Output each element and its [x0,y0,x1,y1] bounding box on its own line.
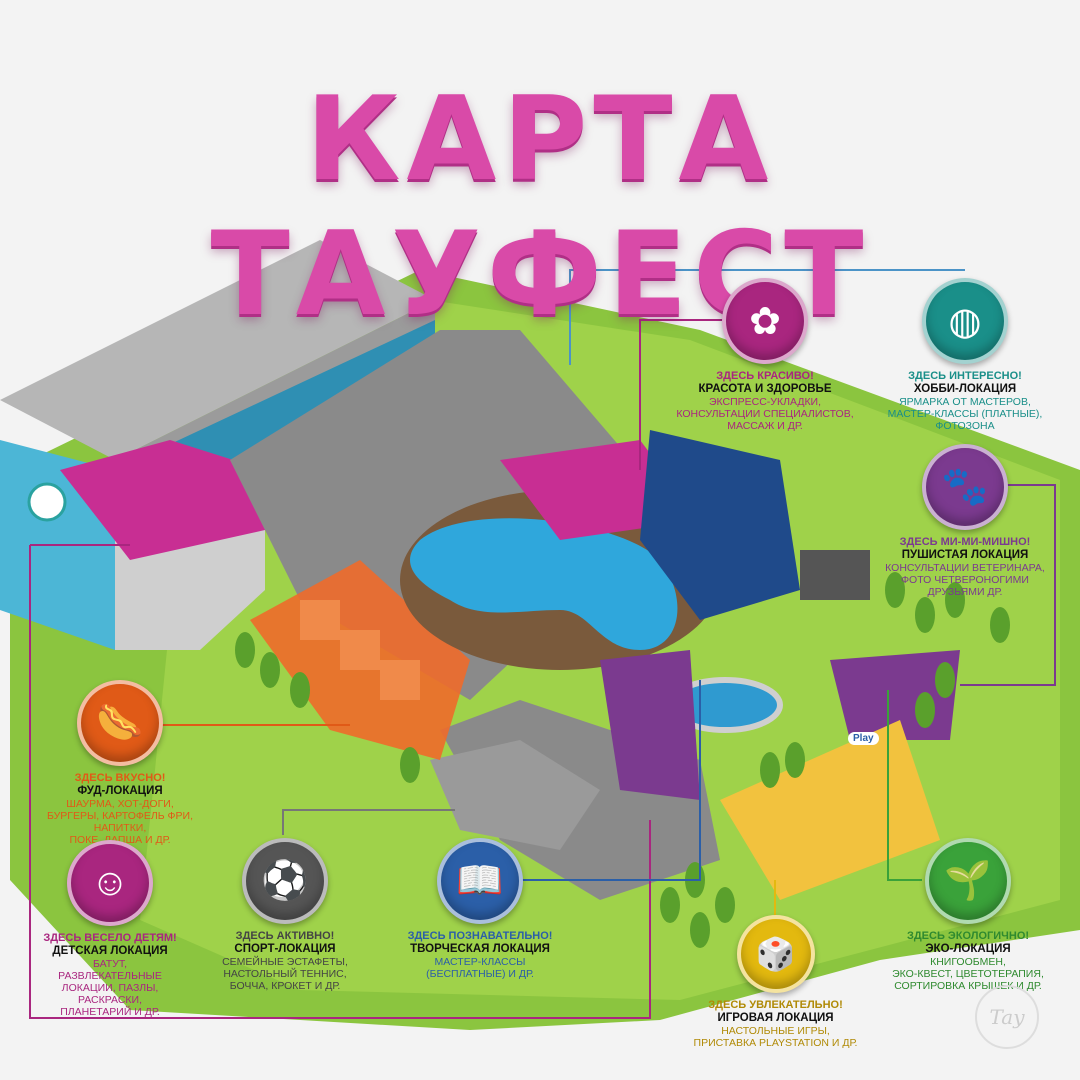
creative-name: ТВОРЧЕСКАЯ ЛОКАЦИЯ [410,943,550,955]
pets-tagline: ЗДЕСЬ МИ-МИ-МИШНО! [899,536,1031,548]
creative-detail: (БЕСПЛАТНЫЕ) И ДР. [426,968,534,980]
games-zone-area [720,720,940,900]
building-annex-roof [60,440,265,560]
food-detail: ШАУРМА, ХОТ-ДОГИ, [66,798,174,810]
husky-dog-icon: 🐾 [922,444,1008,530]
kids-detail: БАТУТ, [92,958,128,970]
beauty-detail: КОНСУЛЬТАЦИИ СПЕЦИАЛИСТОВ, [676,408,854,420]
location-games[interactable]: 🎲 ЗДЕСЬ УВЛЕКАТЕЛЬНО! ИГРОВАЯ ЛОКАЦИЯ НА… [668,915,883,1049]
food-name: ФУД-ЛОКАЦИЯ [77,785,163,797]
creative-tagline: ЗДЕСЬ ПОЗНАВАТЕЛЬНО! [407,930,553,942]
connector-eco [887,690,922,881]
location-kids[interactable]: ☺ ЗДЕСЬ ВЕСЕЛО ДЕТЯМ! ДЕТСКАЯ ЛОКАЦИЯ БА… [10,840,210,1018]
food-detail: БУРГЕРЫ, КАРТОФЕЛЬ ФРИ, [46,810,194,822]
sport-detail: СЕМЕЙНЫЕ ЭСТАФЕТЫ, [222,956,348,968]
tay-logo-sign [27,482,67,522]
sport-detail: БОЧЧА, КРОКЕТ И ДР. [229,980,341,992]
location-pets[interactable]: 🐾 ЗДЕСЬ МИ-МИ-МИШНО! ПУШИСТАЯ ЛОКАЦИЯ КО… [860,444,1070,598]
food-detail: НАПИТКИ, [93,822,147,834]
tay-watermark-logo: Tay [975,985,1039,1049]
eco-detail: СОРТИРОВКА КРЫШЕК И ДР. [894,980,1042,992]
creative-detail: МАСТЕР-КЛАССЫ [434,956,526,968]
location-eco[interactable]: 🌱 ЗДЕСЬ ЭКОЛОГИЧНО! ЭКО-ЛОКАЦИЯ КНИГООБМ… [868,838,1068,992]
hands-flower-icon: ✿ [722,278,808,364]
trees [235,572,1010,948]
location-sport[interactable]: ⚽ ЗДЕСЬ АКТИВНО! СПОРТ-ЛОКАЦИЯ СЕМЕЙНЫЕ … [185,838,385,992]
connector-creative [520,680,701,881]
kids-detail: ПЛАНЕТАРИЙ И ДР. [60,1006,160,1018]
connector-kids [29,545,651,1019]
location-beauty[interactable]: ✿ ЗДЕСЬ КРАСИВО! КРАСОТА И ЗДОРОВЬЕ ЭКСП… [660,278,870,432]
eco-detail: КНИГООБМЕН, [930,956,1006,968]
pets-name: ПУШИСТАЯ ЛОКАЦИЯ [901,549,1029,561]
hobby-tagline: ЗДЕСЬ ИНТЕРЕСНО! [908,370,1022,382]
board-game-icon: 🎲 [736,915,815,993]
pets-detail: ФОТО ЧЕТВЕРОНОГИМИ [901,574,1029,586]
kids-detail: РАСКРАСКИ, [77,994,142,1006]
swimming-pool [410,518,678,650]
food-tagline: ЗДЕСЬ ВКУСНО! [74,772,166,784]
sport-court [430,740,600,850]
hobby-name: ХОББИ-ЛОКАЦИЯ [913,383,1017,395]
hobby-detail: МАСТЕР-КЛАССЫ (ПЛАТНЫЕ), [887,408,1043,420]
building-roof [0,240,435,460]
beauty-detail: МАССАЖ И ДР. [727,420,803,432]
sprout-icon: 🌱 [925,838,1011,924]
games-name: ИГРОВАЯ ЛОКАЦИЯ [717,1012,834,1024]
yarn-ball-icon: ◍ [922,278,1008,364]
open-book-icon: 📖 [437,838,523,924]
sport-balls-icon: ⚽ [242,838,328,924]
hobby-detail: ЯРМАРКА ОТ МАСТЕРОВ, [899,396,1031,408]
beauty-detail: ЭКСПРЕСС-УКЛАДКИ, [708,396,822,408]
hotdog-sauce-icon: 🌭 [77,680,163,766]
creative-zone-area [640,430,800,620]
eco-tagline: ЗДЕСЬ ЭКОЛОГИЧНО! [906,930,1030,942]
kids-zone-area [600,650,700,800]
storage-container [800,550,870,600]
beauty-name: КРАСОТА И ЗДОРОВЬЕ [698,383,832,395]
location-food[interactable]: 🌭 ЗДЕСЬ ВКУСНО! ФУД-ЛОКАЦИЯ ШАУРМА, ХОТ-… [20,680,220,846]
connector-hobby [569,269,965,365]
connector-beauty [639,319,725,470]
eco-detail: ЭКО-КВЕСТ, ЦВЕТОТЕРАПИЯ, [892,968,1044,980]
food-stall [300,600,340,640]
pets-detail: КОНСУЛЬТАЦИИ ВЕТЕРИНАРА, [885,562,1045,574]
connector-pets [960,484,1056,686]
play-sign: Play [848,732,879,745]
location-hobby[interactable]: ◍ ЗДЕСЬ ИНТЕРЕСНО! ХОББИ-ЛОКАЦИЯ ЯРМАРКА… [865,278,1065,432]
games-detail: ПРИСТАВКА PLAYSTATION И ДР. [693,1037,858,1049]
pets-detail: ДРУЗЬЯМИ ДР. [927,586,1003,598]
kids-tagline: ЗДЕСЬ ВЕСЕЛО ДЕТЯМ! [43,932,177,944]
kids-detail: РАЗВЛЕКАТЕЛЬНЫЕ [58,970,162,982]
kids-detail: ЛОКАЦИИ, ПАЗЛЫ, [61,982,159,994]
sport-detail: НАСТОЛЬНЫЙ ТЕННИС, [223,968,347,980]
eco-name: ЭКО-ЛОКАЦИЯ [925,943,1011,955]
kids-name: ДЕТСКАЯ ЛОКАЦИЯ [52,945,168,957]
hobby-detail: ФОТОЗОНА [935,420,995,432]
games-tagline: ЗДЕСЬ УВЛЕКАТЕЛЬНО! [708,999,843,1011]
food-stall [340,630,380,670]
food-stall [380,660,420,700]
sport-tagline: ЗДЕСЬ АКТИВНО! [235,930,335,942]
location-creative[interactable]: 📖 ЗДЕСЬ ПОЗНАВАТЕЛЬНО! ТВОРЧЕСКАЯ ЛОКАЦИ… [370,838,590,980]
connector-sport [282,809,455,835]
building-roof-lower [115,300,435,470]
sport-name: СПОРТ-ЛОКАЦИЯ [234,943,336,955]
dancing-child-icon: ☺ [67,840,153,926]
beauty-tagline: ЗДЕСЬ КРАСИВО! [716,370,814,382]
games-detail: НАСТОЛЬНЫЕ ИГРЫ, [721,1025,830,1037]
